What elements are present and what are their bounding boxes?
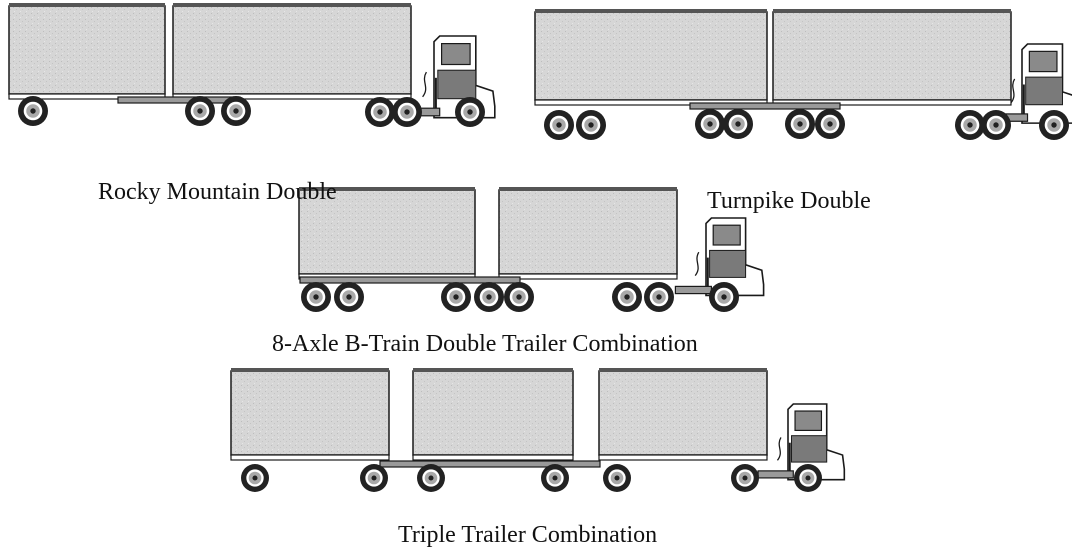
wheel [612, 282, 642, 312]
truck-rocky-mountain-double [8, 3, 496, 127]
truck-triple-trailer [230, 368, 846, 492]
caption-rocky-mountain-double: Rocky Mountain Double [98, 179, 337, 205]
wheel [474, 282, 504, 312]
truck-b-train-double [298, 187, 765, 312]
wheel [695, 109, 725, 139]
wheel [644, 282, 674, 312]
wheel [815, 109, 845, 139]
trailer-box [8, 3, 166, 100]
wheel [417, 464, 445, 492]
wheel [221, 96, 251, 126]
wheel [441, 282, 471, 312]
wheel [455, 97, 485, 127]
wheel [731, 464, 759, 492]
wheel [709, 282, 739, 312]
tractor-cab [757, 403, 846, 481]
wheel [794, 464, 822, 492]
trailer-box [772, 9, 1012, 106]
wheel [334, 282, 364, 312]
drawbar [117, 96, 241, 104]
trailer-box [412, 368, 574, 461]
wheel [185, 96, 215, 126]
wheel [576, 110, 606, 140]
trailer-box [230, 368, 390, 461]
wheel [723, 109, 753, 139]
caption-b-train-double: 8-Axle B-Train Double Trailer Combinatio… [272, 331, 698, 357]
trailer-box [498, 187, 678, 280]
wheel [785, 109, 815, 139]
drawbar [299, 276, 521, 284]
wheel [360, 464, 388, 492]
wheel [1039, 110, 1069, 140]
wheel [544, 110, 574, 140]
wheel [301, 282, 331, 312]
tractor-cab [401, 35, 496, 119]
tractor-cab [674, 217, 765, 297]
wheel [241, 464, 269, 492]
wheel [603, 464, 631, 492]
truck-turnpike-double [534, 9, 1072, 140]
drawbar [379, 460, 601, 468]
caption-triple-trailer: Triple Trailer Combination [398, 522, 658, 548]
trailer-box [172, 3, 412, 100]
wheel [955, 110, 985, 140]
wheel [541, 464, 569, 492]
drawbar [689, 102, 841, 110]
wheel [504, 282, 534, 312]
trailer-box [534, 9, 768, 106]
caption-turnpike-double: Turnpike Double [707, 188, 871, 214]
wheel [365, 97, 395, 127]
trailer-box [598, 368, 768, 461]
wheel [18, 96, 48, 126]
wheel [981, 110, 1011, 140]
wheel [392, 97, 422, 127]
